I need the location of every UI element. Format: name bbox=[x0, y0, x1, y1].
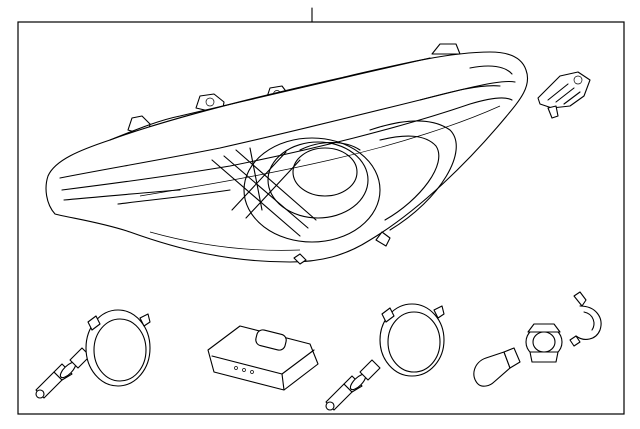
bulb-socket[interactable] bbox=[525, 323, 563, 363]
socket-clip[interactable] bbox=[569, 291, 602, 347]
halogen-bulb-center[interactable] bbox=[325, 359, 381, 411]
dust-cap-right[interactable] bbox=[379, 303, 445, 377]
dust-cap-left[interactable] bbox=[85, 309, 151, 387]
halogen-bulb-left[interactable] bbox=[35, 347, 91, 399]
mounting-bracket[interactable] bbox=[537, 71, 591, 119]
wedge-bulb[interactable] bbox=[473, 347, 521, 387]
ballast-module[interactable] bbox=[207, 325, 319, 391]
headlamp-assembly[interactable] bbox=[45, 43, 528, 265]
